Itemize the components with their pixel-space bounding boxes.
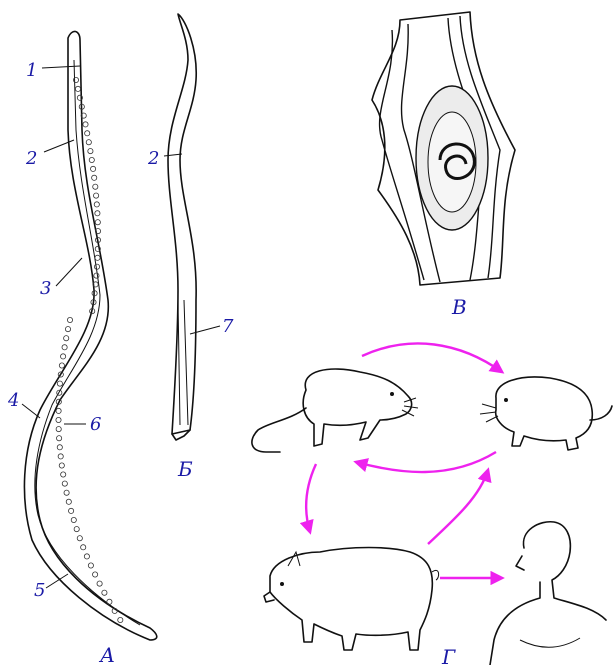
- egg-cell: [57, 436, 62, 441]
- egg-cell: [94, 202, 99, 207]
- egg-cell: [102, 590, 107, 595]
- panel-label-a: А: [98, 643, 115, 665]
- panel-label-g: Г: [441, 645, 456, 665]
- egg-cell: [83, 122, 88, 127]
- egg-cell: [69, 508, 74, 513]
- egg-cell: [84, 554, 89, 559]
- leader-lines: [22, 66, 220, 588]
- rat-right: [480, 377, 612, 450]
- egg-cell: [67, 317, 72, 322]
- female-worm: [24, 31, 156, 640]
- lifecycle-arrows: [306, 343, 502, 578]
- human: [490, 522, 606, 665]
- muscle-cyst: [372, 12, 515, 285]
- egg-cell: [74, 527, 79, 532]
- egg-cell: [56, 408, 61, 413]
- egg-cell: [93, 184, 98, 189]
- egg-cell: [97, 581, 102, 586]
- egg-cell: [57, 381, 62, 386]
- egg-cell: [61, 472, 66, 477]
- egg-cell: [118, 617, 123, 622]
- egg-cell: [62, 345, 67, 350]
- egg-cell: [88, 149, 93, 154]
- egg-cell: [75, 86, 80, 91]
- egg-cell: [61, 354, 66, 359]
- label-5: 5: [34, 580, 45, 601]
- egg-cell: [95, 211, 100, 216]
- label-4: 4: [7, 390, 19, 411]
- egg-cell: [59, 463, 64, 468]
- egg-cell: [94, 264, 99, 269]
- egg-cell: [64, 490, 69, 495]
- egg-cell: [62, 481, 67, 486]
- egg-cell: [57, 445, 62, 450]
- panel-label-b: Б: [177, 457, 193, 481]
- label-3: 3: [40, 278, 51, 299]
- egg-cell: [77, 536, 82, 541]
- egg-cell: [64, 336, 69, 341]
- label-1: 1: [26, 60, 37, 81]
- egg-cell: [66, 499, 71, 504]
- egg-cell: [85, 131, 90, 136]
- male-worm: [168, 14, 196, 440]
- egg-cell: [65, 327, 70, 332]
- label-7: 7: [222, 316, 234, 337]
- egg-cell: [88, 563, 93, 568]
- panel-label-v: В: [451, 295, 467, 319]
- egg-cell: [91, 166, 96, 171]
- egg-cell: [94, 193, 99, 198]
- rat-left: [252, 369, 418, 452]
- egg-cell: [94, 273, 99, 278]
- egg-cell: [93, 572, 98, 577]
- egg-cell: [56, 427, 61, 432]
- label-2-male: 2: [147, 148, 159, 169]
- label-2-female: 2: [25, 148, 37, 169]
- egg-cell: [59, 363, 64, 368]
- egg-cell: [107, 599, 112, 604]
- label-6: 6: [90, 414, 101, 435]
- egg-cell: [92, 175, 97, 180]
- pig: [264, 548, 439, 651]
- egg-cell: [81, 545, 86, 550]
- egg-cell: [95, 220, 100, 225]
- egg-cell: [71, 517, 76, 522]
- egg-chain: [56, 77, 123, 622]
- egg-cell: [56, 417, 61, 422]
- egg-cell: [58, 454, 63, 459]
- egg-cell: [95, 255, 100, 260]
- egg-cell: [86, 140, 91, 145]
- egg-cell: [89, 157, 94, 162]
